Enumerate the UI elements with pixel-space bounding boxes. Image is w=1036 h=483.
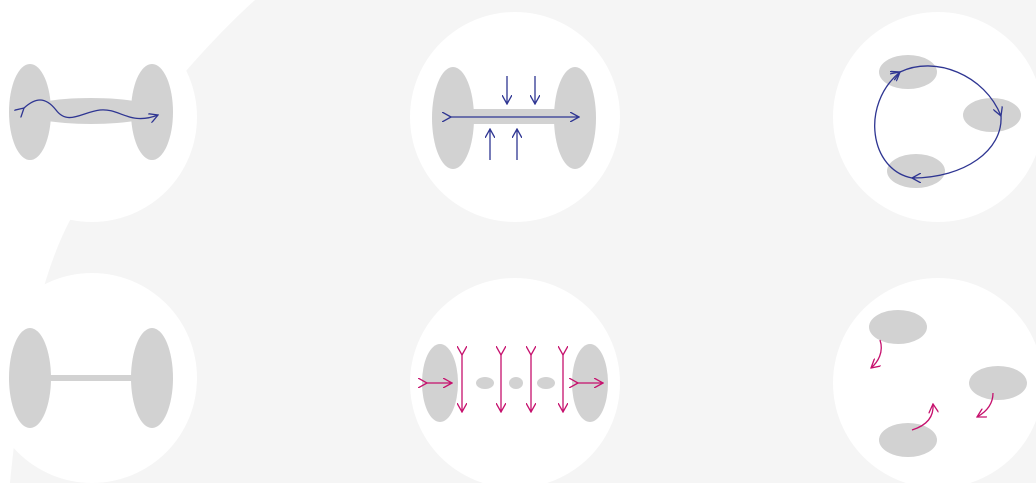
top-blob bbox=[879, 55, 937, 89]
cycle-arrows-icon bbox=[874, 65, 1001, 178]
bridge bbox=[23, 98, 159, 124]
droplet bbox=[509, 377, 523, 389]
right-blob bbox=[131, 328, 173, 428]
wavy-double-arrow-icon bbox=[24, 99, 158, 119]
droplet bbox=[476, 377, 494, 389]
right-blob bbox=[969, 366, 1027, 400]
panel-fragmented-bridge bbox=[410, 278, 620, 483]
compression-arrows-icon bbox=[451, 76, 579, 160]
panel-stretched-bridge bbox=[0, 12, 197, 222]
bottom-blob bbox=[887, 154, 945, 188]
bottom-blob bbox=[879, 423, 937, 457]
panel-detached-blobs bbox=[833, 278, 1036, 483]
panel-thin-bridge bbox=[0, 273, 197, 483]
top-blob bbox=[869, 310, 927, 344]
right-blob bbox=[963, 98, 1021, 132]
panel-cycle-of-three bbox=[833, 12, 1036, 222]
backdrop-shape bbox=[10, 0, 1036, 483]
curved-arrows-icon bbox=[871, 339, 994, 431]
bridge bbox=[48, 375, 134, 381]
panel-compressed-bridge bbox=[410, 12, 620, 222]
vibration-arrows-icon bbox=[427, 355, 603, 412]
droplet bbox=[537, 377, 555, 389]
left-blob bbox=[9, 328, 51, 428]
